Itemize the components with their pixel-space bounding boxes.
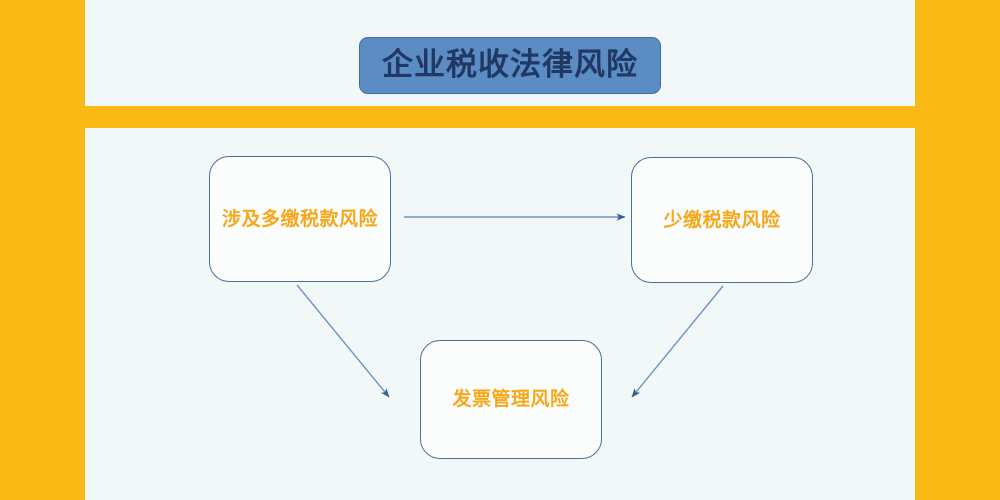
slide-title-box: 企业税收法律风险 <box>359 37 661 94</box>
frame-bar-right <box>915 0 1000 500</box>
connector-overpay-to-invoice <box>296 284 390 398</box>
frame-bar-middle <box>0 106 1000 128</box>
diagram-node-underpay-label: 少缴税款风险 <box>663 208 781 231</box>
diagram-node-invoice[interactable]: 发票管理风险 <box>420 340 602 459</box>
connector-underpay-to-invoice <box>631 285 724 398</box>
diagram-node-invoice-label: 发票管理风险 <box>452 388 570 410</box>
diagram-node-overpay-label: 涉及多缴税款风险 <box>221 207 378 230</box>
frame-bar-left <box>0 0 85 500</box>
slide-title-text: 企业税收法律风险 <box>382 47 638 83</box>
diagram-node-overpay[interactable]: 涉及多缴税款风险 <box>209 156 391 282</box>
diagram-node-underpay[interactable]: 少缴税款风险 <box>631 157 813 283</box>
